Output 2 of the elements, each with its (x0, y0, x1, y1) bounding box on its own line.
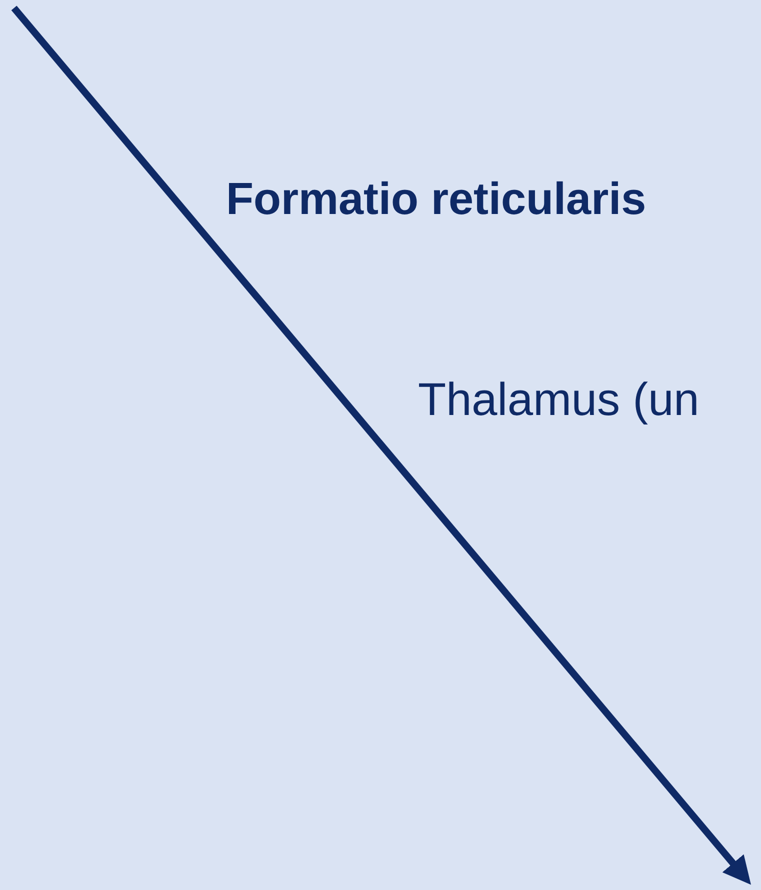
label-text: Formatio reticularis (226, 176, 646, 221)
label-text: Thalamus (un (418, 376, 700, 422)
